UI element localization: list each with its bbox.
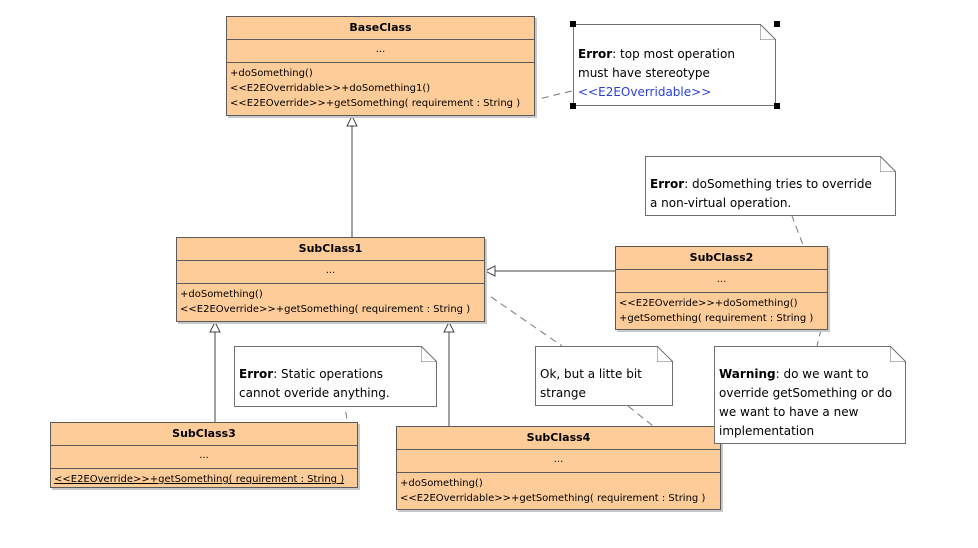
class-attributes: ... [616,270,827,293]
operation[interactable]: +getSomething( requirement : String ) [619,313,814,324]
operation[interactable]: <<E2EOverride>>+getSomething( requiremen… [230,98,521,109]
note-fold-icon [880,156,896,172]
selection-handle-icon[interactable] [570,103,576,109]
generalization-arrowhead [346,114,358,127]
selection-handle-icon[interactable] [570,21,576,27]
class-subclass2[interactable]: SubClass2 ... <<E2EOverride>>+doSomethin… [615,246,828,330]
note-text: : Static operations [273,367,384,381]
class-name: SubClass1 [177,238,484,261]
note-anchor-n4[interactable] [480,289,563,347]
note-label: Warning [719,367,776,381]
class-attributes: ... [51,446,357,469]
note-line: Warning: do we want to [719,365,901,384]
note-label: Error [650,177,685,191]
note-line: Error: Static operations [239,365,432,384]
note-text: : doSomething tries to override [684,177,872,191]
note-fold-icon [657,346,673,362]
class-subclass1[interactable]: SubClass1 ... +doSomething() <<E2EOverri… [176,237,485,322]
note-line: Error: top most operation [578,45,771,64]
note-line: Error: doSomething tries to override [650,175,891,194]
note-error-static[interactable]: Error: Static operations cannot overide … [234,346,437,407]
generalization-arrowhead [483,265,496,277]
class-operations: <<E2EOverride>>+doSomething() +getSometh… [616,293,827,326]
note-line: Ok, but a litte bit [540,367,642,381]
class-subclass3[interactable]: SubClass3 ... <<E2EOverride>>+getSomethi… [50,422,358,488]
class-name: SubClass2 [616,247,827,270]
note-line: strange [540,386,586,400]
note-line: a non-virtual operation. [650,196,792,210]
note-line: override getSomething or do [719,386,893,400]
class-operations: +doSomething() <<E2EOverridable>>+getSom… [397,473,720,506]
operation[interactable]: +doSomething() [230,68,313,79]
class-baseclass[interactable]: BaseClass ... +doSomething() <<E2EOverri… [226,16,535,116]
note-text: : do we want to [775,367,869,381]
note-text: : top most operation [612,47,735,61]
note-line: must have stereotype [578,66,710,80]
selection-handle-icon[interactable] [774,21,780,27]
note-line: we want to have a new [719,405,859,419]
class-operations: <<E2EOverride>>+getSomething( requiremen… [51,469,357,487]
note-label: Error [239,367,274,381]
note-anchor-n4b[interactable] [627,405,719,479]
note-error-stereotype[interactable]: Error: top most operation must have ster… [573,24,776,106]
class-name: SubClass4 [397,427,720,450]
note-line: implementation [719,424,815,438]
selection-handle-icon[interactable] [774,103,780,109]
note-error-nonvirtual[interactable]: Error: doSomething tries to override a n… [645,156,896,216]
generalization-arrowhead [209,320,221,333]
note-ok-strange[interactable]: Ok, but a litte bit strange [535,346,673,406]
note-anchor-n1[interactable] [529,89,577,102]
operation[interactable]: <<E2EOverride>>+getSomething( requiremen… [54,474,345,485]
class-attributes: ... [397,450,720,473]
class-attributes: ... [227,40,534,63]
operation[interactable]: <<E2EOverride>>+doSomething() [619,298,798,309]
class-name: SubClass3 [51,423,357,446]
note-line: cannot overide anything. [239,386,390,400]
operation[interactable]: <<E2EOverridable>>+getSomething( require… [400,493,706,504]
note-stereotype: <<E2EOverridable>> [578,85,712,99]
note-fold-icon [760,24,776,40]
note-warning-override[interactable]: Warning: do we want to override getSomet… [714,346,906,444]
class-operations: +doSomething() <<E2EOverridable>>+doSome… [227,63,534,111]
note-fold-icon [890,346,906,362]
note-label: Error [578,47,613,61]
note-fold-icon [421,346,437,362]
operation[interactable]: <<E2EOverride>>+getSomething( requiremen… [180,304,471,315]
operation[interactable]: +doSomething() [400,478,483,489]
class-operations: +doSomething() <<E2EOverride>>+getSometh… [177,284,484,317]
class-attributes: ... [177,261,484,284]
class-subclass4[interactable]: SubClass4 ... +doSomething() <<E2EOverri… [396,426,721,510]
generalization-arrowhead [443,320,455,333]
operation[interactable]: <<E2EOverridable>>+doSomething1() [230,83,431,94]
operation[interactable]: +doSomething() [180,289,263,300]
class-name: BaseClass [227,17,534,40]
